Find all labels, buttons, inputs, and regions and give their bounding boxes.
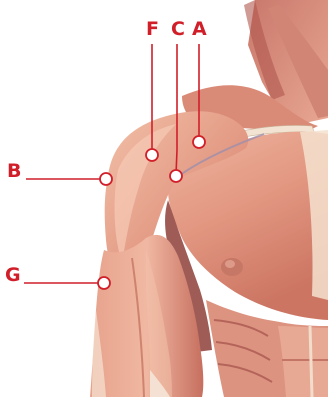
marker-a [193, 136, 205, 148]
rectus-abdominis [278, 326, 328, 397]
nipple-highlight [225, 260, 235, 268]
marker-f [146, 149, 158, 161]
label-c: C [171, 20, 185, 39]
label-a: A [192, 20, 207, 39]
marker-g [98, 277, 110, 289]
marker-b [100, 173, 112, 185]
label-b: B [7, 162, 22, 181]
label-g: G [5, 266, 21, 285]
label-f: F [146, 20, 159, 39]
leader-line-c [176, 44, 177, 175]
marker-c [170, 170, 182, 182]
linea-alba [310, 326, 312, 397]
